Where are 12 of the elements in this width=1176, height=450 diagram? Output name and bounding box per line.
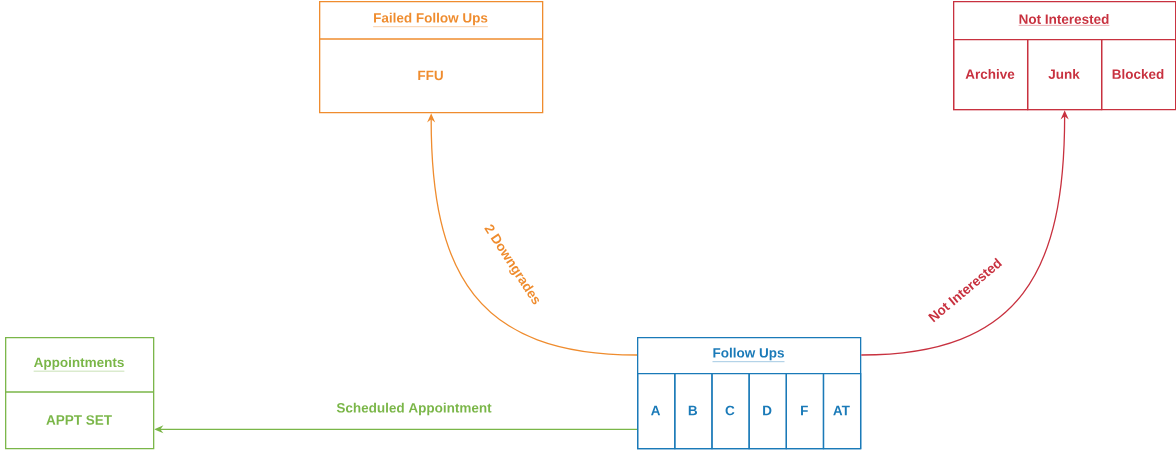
list-cell: D [748, 373, 787, 450]
process-box: Failed Follow Ups FFU [318, 1, 544, 114]
edge-label: Scheduled Appointment [335, 401, 493, 417]
process-box: Appointments APPT SET [4, 337, 155, 450]
list-cell: A [637, 373, 676, 450]
list-cell: B [674, 373, 713, 450]
list-cell: Archive [953, 39, 1029, 111]
list-cell: Blocked [1101, 39, 1176, 111]
list-cell: Junk [1027, 39, 1103, 111]
list-cell: F [785, 373, 825, 450]
list-cell: AT [822, 373, 862, 450]
list-cell: C [711, 373, 750, 450]
